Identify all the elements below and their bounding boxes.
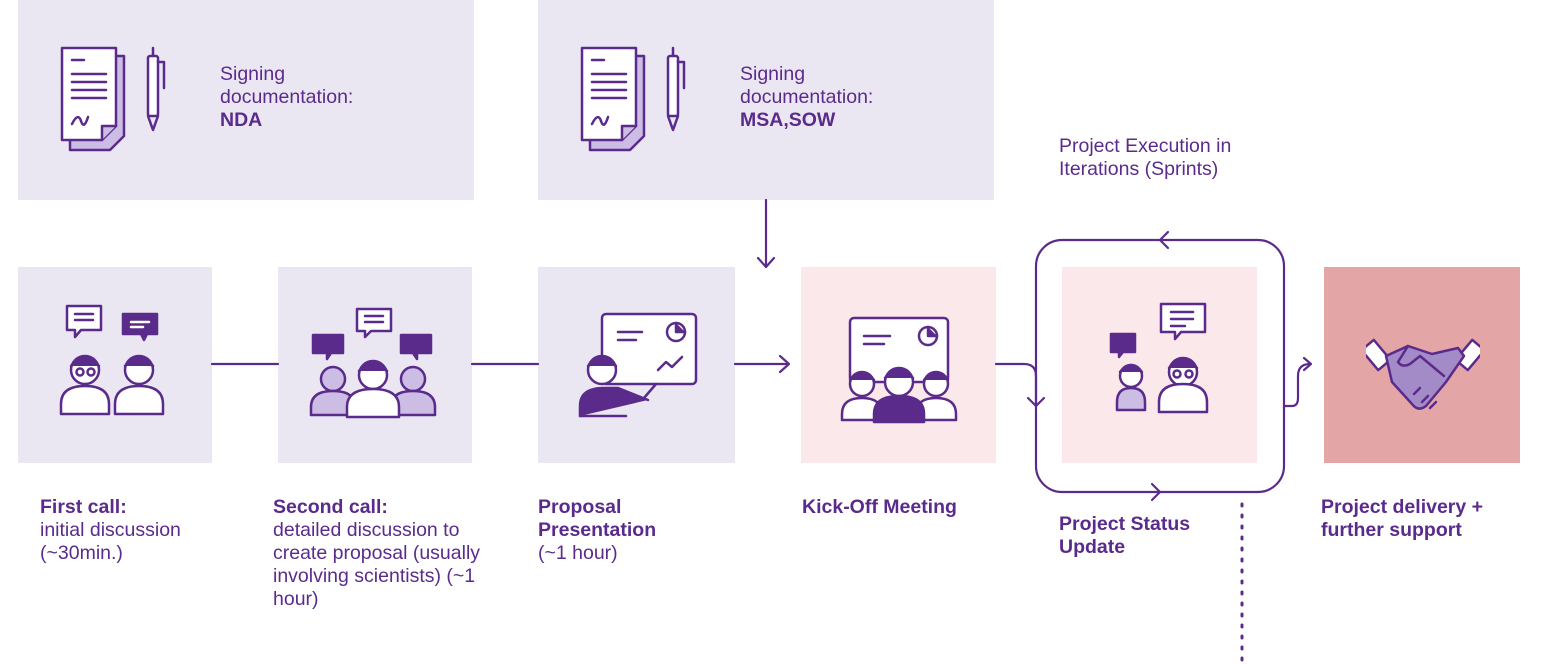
status-update-icon [1109, 302, 1209, 414]
connector-to-delivery [1282, 362, 1312, 408]
step-title: Kick-Off Meeting [802, 496, 957, 518]
loop-arrowhead-bottom [1150, 482, 1162, 502]
handshake-icon [1366, 338, 1480, 410]
step-label-delivery: Project delivery + further support [1321, 496, 1521, 542]
doc-prefix: Signing documentation: [740, 63, 874, 108]
arrowhead [1302, 356, 1313, 372]
iteration-note: Project Execution in Iterations (Sprints… [1059, 135, 1232, 180]
step-desc: (~1 hour) [538, 542, 618, 564]
step-desc: detailed discussion to create proposal (… [273, 519, 481, 610]
presentation-board-icon [578, 312, 698, 418]
step-title: Second call: [273, 496, 388, 518]
step-panel-first-call [18, 267, 212, 463]
step-title: Project delivery + further support [1321, 496, 1484, 541]
document-signing-icon [60, 46, 166, 152]
step-label-first-call: First call: initial discussion (~30min.) [40, 496, 190, 565]
two-people-talking-icon [59, 304, 165, 416]
step-panel-status-update [1062, 267, 1257, 463]
step-title: Proposal Presentation [538, 496, 657, 541]
step-title: First call: [40, 496, 127, 518]
step-label-proposal: Proposal Presentation (~1 hour) [538, 496, 698, 565]
kickoff-meeting-icon [840, 316, 958, 424]
loop-arrowhead-top [1158, 230, 1170, 250]
step-label-status-update: Project Status Update [1059, 513, 1209, 559]
step-desc: initial discussion (~30min.) [40, 519, 181, 564]
group-discussion-icon [309, 307, 437, 419]
arrowhead [778, 354, 791, 374]
doc-prefix: Signing documentation: [220, 63, 354, 108]
step-label-second-call: Second call: detailed discussion to crea… [273, 496, 488, 611]
doc-text-msa-sow: Signing documentation: MSA,SOW [740, 63, 900, 132]
document-signing-icon [580, 46, 686, 152]
arrowhead [756, 256, 776, 269]
doc-text-nda: Signing documentation: NDA [220, 63, 380, 132]
step-label-kickoff: Kick-Off Meeting [802, 496, 1012, 519]
doc-name: MSA,SOW [740, 109, 836, 131]
doc-name: NDA [220, 109, 263, 131]
step-title: Project Status Update [1059, 513, 1191, 558]
